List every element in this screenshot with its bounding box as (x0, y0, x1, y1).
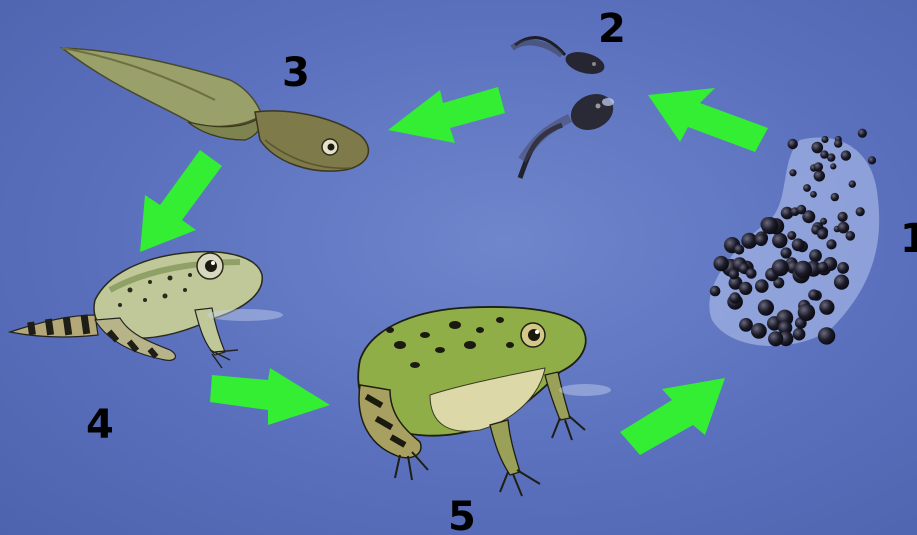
egg (758, 300, 774, 316)
egg (792, 238, 805, 251)
egg (797, 205, 807, 215)
stage-label-5: 5 (448, 494, 476, 535)
egg (729, 292, 740, 303)
egg (710, 286, 721, 297)
egg (714, 256, 729, 271)
egg (789, 169, 796, 176)
egg (846, 231, 856, 241)
egg (794, 261, 812, 279)
arrow-4-to-5 (210, 368, 330, 425)
egg-mass (709, 129, 879, 347)
egg (788, 139, 798, 149)
egg (739, 318, 753, 332)
egg (831, 193, 839, 201)
egg (838, 222, 850, 234)
egg (798, 304, 815, 321)
egg (751, 323, 767, 339)
young-tadpole-small (512, 38, 607, 78)
froglet (10, 252, 283, 368)
arrow-3-to-4 (140, 150, 222, 252)
egg (812, 142, 824, 154)
egg (814, 170, 825, 181)
arrow-5-to-1 (620, 378, 725, 455)
egg (746, 268, 757, 279)
egg (741, 233, 757, 249)
egg (837, 262, 849, 274)
egg (868, 156, 876, 164)
egg (810, 191, 817, 198)
young-tadpole-large (520, 87, 619, 178)
egg (820, 218, 827, 225)
egg (734, 244, 744, 254)
egg (819, 300, 834, 315)
egg (739, 282, 752, 295)
stage-label-4: 4 (86, 402, 114, 448)
egg (821, 136, 828, 143)
egg (858, 129, 867, 138)
egg (781, 247, 792, 258)
arrow-1-to-2 (648, 88, 768, 152)
egg (809, 249, 822, 262)
egg (849, 180, 856, 187)
egg (818, 262, 829, 273)
egg (814, 162, 823, 171)
egg (820, 150, 828, 158)
egg (826, 239, 836, 249)
egg (761, 217, 778, 234)
egg (768, 331, 783, 346)
arrow-2-to-3 (388, 87, 505, 143)
tadpole (62, 48, 368, 171)
egg (817, 229, 828, 240)
adult-frog (358, 307, 611, 496)
stage-label-3: 3 (282, 50, 310, 96)
egg (834, 139, 842, 147)
egg (793, 328, 806, 341)
egg (803, 184, 811, 192)
egg (834, 275, 849, 290)
egg (830, 163, 836, 169)
egg (772, 259, 789, 276)
egg (729, 269, 739, 279)
egg (787, 231, 796, 240)
stage-label-2: 2 (598, 6, 626, 52)
egg (818, 327, 835, 344)
egg (856, 207, 865, 216)
egg (838, 212, 848, 222)
egg (841, 150, 851, 160)
egg (772, 233, 787, 248)
stage-label-1: 1 (900, 216, 917, 262)
egg (808, 289, 819, 300)
egg (755, 234, 767, 246)
egg (755, 279, 769, 293)
